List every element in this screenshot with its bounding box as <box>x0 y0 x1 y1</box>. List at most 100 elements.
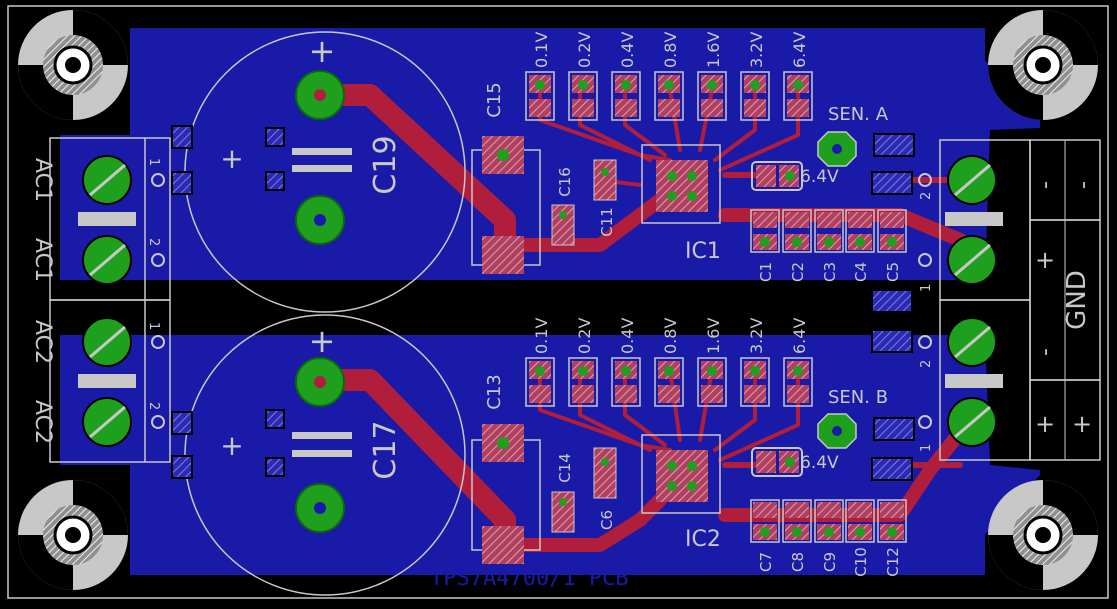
output-cap <box>750 209 780 253</box>
voltage-resistor <box>654 357 684 407</box>
voltage-resistor <box>525 71 555 121</box>
bridge-label-b1: B1 <box>204 206 225 225</box>
voltage-resistor <box>783 357 813 407</box>
output-cap <box>877 209 907 253</box>
ic-label-b: IC2 <box>685 527 721 552</box>
input-label-ac2-a: AC2 <box>30 320 55 364</box>
voltage-resistor <box>740 357 770 407</box>
output-cap-label: C3 <box>821 262 839 282</box>
out-pin-1-b: 1 <box>919 444 934 452</box>
sense-label-a: SEN. A <box>828 104 889 125</box>
voltage-resistor <box>525 357 555 407</box>
big-cap-label-a: C19 <box>368 135 403 194</box>
board-title: TPS7A4700/1 PCB <box>430 566 629 591</box>
voltage-label: 1.6V <box>704 32 723 68</box>
sense-pad-b <box>817 413 915 449</box>
pin-1-top: 1 <box>146 158 161 166</box>
cap-label-c11: C11 <box>598 207 616 237</box>
voltage-resistor <box>654 71 684 121</box>
out-pin-2-b: 2 <box>919 360 934 368</box>
voltage-label: 0.1V <box>532 318 551 354</box>
led-b <box>751 447 803 477</box>
voltage-label: 0.8V <box>661 318 680 354</box>
ic-label-a: IC1 <box>685 239 721 264</box>
svg-text:+: + <box>309 322 336 360</box>
cap-label-c16: C16 <box>556 167 574 197</box>
pin-1-bottom: 1 <box>146 322 161 330</box>
bridge-label-b2: B2 <box>204 488 225 507</box>
sense-label-b: SEN. B <box>828 387 888 408</box>
input-label-ac1-a: AC1 <box>30 158 55 202</box>
out-minus-1: - <box>1033 181 1058 189</box>
led-label-a: 6.4V <box>800 167 839 187</box>
output-terminal <box>871 139 1101 481</box>
voltage-resistor <box>697 71 727 121</box>
led-label-b: 6.4V <box>800 453 839 473</box>
voltage-resistor <box>697 357 727 407</box>
output-cap <box>814 499 844 543</box>
big-cap-label-b: C17 <box>368 420 403 479</box>
input-label-ac2-b: AC2 <box>30 400 55 444</box>
svg-text:+: + <box>220 142 243 175</box>
output-cap <box>782 209 812 253</box>
voltage-label: 0.4V <box>618 318 637 354</box>
sense-pad-a <box>817 131 915 167</box>
voltage-resistor <box>740 71 770 121</box>
cap-label-c14: C14 <box>556 453 574 483</box>
voltage-label: 0.2V <box>575 318 594 354</box>
out-plus-2: + <box>1035 410 1055 438</box>
output-cap-label: C5 <box>884 262 902 282</box>
out-plus-3: + <box>1072 410 1092 438</box>
ic2-chip <box>641 434 721 514</box>
output-cap <box>782 499 812 543</box>
pin-2-top: 2 <box>146 238 161 246</box>
board-outline <box>7 5 1109 599</box>
output-cap <box>845 499 875 543</box>
led-a <box>751 161 803 191</box>
voltage-resistor <box>783 71 813 121</box>
output-cap-label: C10 <box>852 547 870 577</box>
small-caps <box>551 159 617 533</box>
voltage-resistor <box>611 71 641 121</box>
output-caps-a: C1 C2 C3 C4 C5 <box>750 209 907 282</box>
output-cap-label: C12 <box>884 547 902 577</box>
out-pin-2-a: 2 <box>919 192 934 200</box>
output-caps-b: C7 C8 C9 C10 C12 <box>750 499 907 577</box>
ic1-chip <box>641 144 721 224</box>
output-cap-label: C2 <box>789 262 807 282</box>
voltage-label: 6.4V <box>790 318 809 354</box>
output-cap <box>877 499 907 543</box>
input-terminal-top <box>49 125 193 301</box>
pin-2-bottom: 2 <box>146 402 161 410</box>
output-cap-label: C1 <box>757 262 775 282</box>
voltage-label: 0.2V <box>575 32 594 68</box>
big-capacitor-c17: + + <box>184 314 466 596</box>
output-cap-label: C8 <box>789 552 807 572</box>
voltage-label: 1.6V <box>704 318 723 354</box>
output-cap-label: C4 <box>852 262 870 282</box>
input-terminal-bottom <box>49 299 193 479</box>
output-cap-label: C9 <box>821 552 839 572</box>
cap-c13 <box>471 424 541 564</box>
cap-label-c13: C13 <box>484 374 505 409</box>
voltage-resistor <box>568 357 598 407</box>
voltage-resistor <box>611 357 641 407</box>
voltage-resistor <box>568 71 598 121</box>
mounting-holes <box>18 10 1098 590</box>
voltage-selector-b: 0.1V 0.2V 0.4V 0.8V 1.6V 3.2V 6.4V <box>525 318 813 407</box>
voltage-label: 0.8V <box>661 32 680 68</box>
out-minus-3: - <box>1033 348 1058 356</box>
out-minus-2: - <box>1071 181 1096 189</box>
output-cap <box>814 209 844 253</box>
output-cap-label: C7 <box>757 552 775 572</box>
cap-c15 <box>471 136 541 274</box>
voltage-label: 3.2V <box>747 318 766 354</box>
output-cap <box>845 209 875 253</box>
cap-label-c15: C15 <box>484 82 505 117</box>
voltage-label: 3.2V <box>747 32 766 68</box>
out-pin-1-a: 1 <box>919 284 934 292</box>
svg-text:+: + <box>309 32 336 70</box>
out-plus-1: + <box>1035 246 1055 274</box>
